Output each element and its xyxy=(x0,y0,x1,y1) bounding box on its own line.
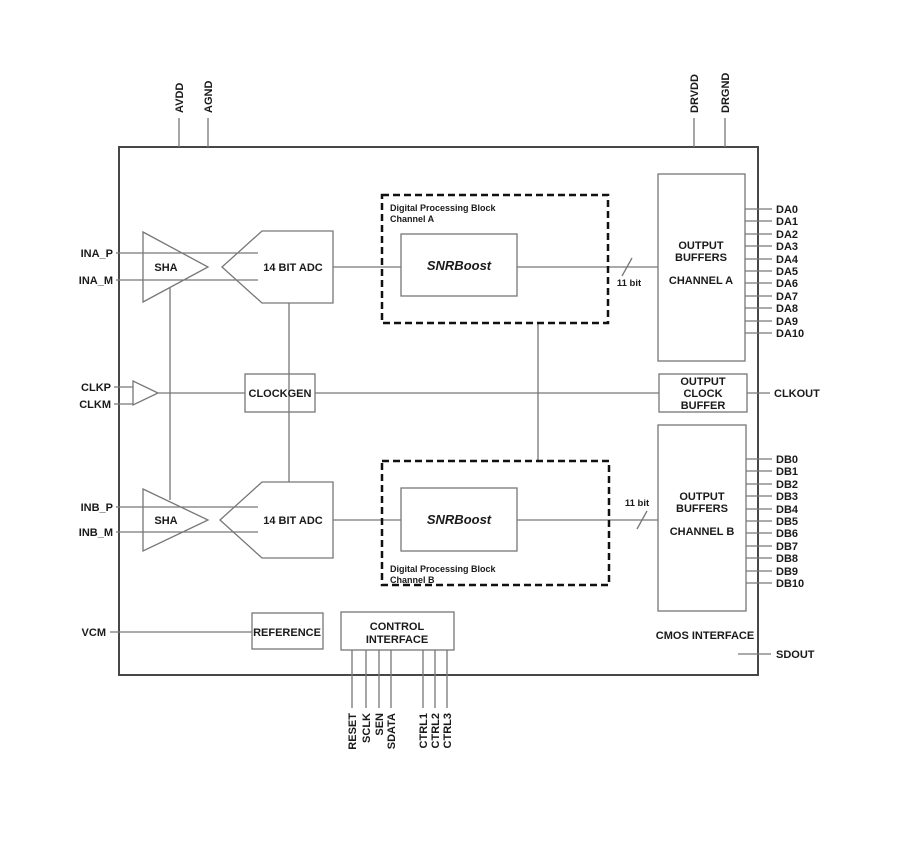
pin-label-da7: DA7 xyxy=(776,291,798,303)
sha-a-label: SHA xyxy=(154,262,177,274)
reference-block xyxy=(251,612,324,650)
dsp-a-dashed-box xyxy=(380,193,610,325)
snrboost-a-label: SNRBoost xyxy=(427,258,492,273)
pin-label-da0: DA0 xyxy=(776,204,798,216)
control-interface-label-line2: INTERFACE xyxy=(366,634,428,646)
pin-label-drvdd: DRVDD xyxy=(689,74,701,113)
pin-label-db3: DB3 xyxy=(776,491,798,503)
pin-label-da9: DA9 xyxy=(776,316,798,328)
pin-label-db5: DB5 xyxy=(776,516,798,528)
pin-label-inb-m: INB_M xyxy=(79,527,113,539)
output-buffers-b-label-line2: BUFFERS xyxy=(676,503,728,515)
snrboost-a-block xyxy=(400,233,518,297)
pin-label-da2: DA2 xyxy=(776,229,798,241)
pin-label-db7: DB7 xyxy=(776,541,798,553)
adc-b-label: 14 BIT ADC xyxy=(263,515,323,527)
pin-label-ctrl2: CTRL2 xyxy=(430,713,442,748)
pin-label-db10: DB10 xyxy=(776,578,804,590)
output-buffers-b-label-line1: OUTPUT xyxy=(679,491,725,503)
output-buffers-a-label-line2: BUFFERS xyxy=(675,252,727,264)
pin-label-reset: RESET xyxy=(347,713,359,750)
control-interface-block xyxy=(340,611,455,651)
pin-label-drgnd: DRGND xyxy=(720,73,732,113)
clock-buffer-triangle xyxy=(132,379,160,407)
pin-label-clkout: CLKOUT xyxy=(774,388,820,400)
pin-label-da6: DA6 xyxy=(776,278,798,290)
pin-label-sclk: SCLK xyxy=(361,713,373,743)
pin-label-db0: DB0 xyxy=(776,454,798,466)
bus-b-width-label: 11 bit xyxy=(625,498,650,509)
output-clock-buffer-label-line1: OUTPUT xyxy=(680,376,726,388)
output-buffers-b-label-line3: CHANNEL B xyxy=(670,526,735,538)
chip-boundary xyxy=(118,146,759,676)
adc-a-label: 14 BIT ADC xyxy=(263,262,323,274)
pin-label-da1: DA1 xyxy=(776,216,798,228)
output-buffers-a-label-line1: OUTPUT xyxy=(678,240,724,252)
dsp-b-title-line1: Digital Processing Block xyxy=(390,564,497,574)
pin-label-da5: DA5 xyxy=(776,266,798,278)
pin-label-db9: DB9 xyxy=(776,566,798,578)
sha-b-label: SHA xyxy=(154,515,177,527)
cmos-interface-label: CMOS INTERFACE xyxy=(656,630,754,642)
output-clock-buffer-label-line2: CLOCK xyxy=(683,388,722,400)
clockgen-label: CLOCKGEN xyxy=(249,388,312,400)
snrboost-b-block xyxy=(400,487,518,552)
dsp-a-title-line2: Channel A xyxy=(390,214,435,224)
output-buffers-b-block xyxy=(657,424,747,612)
output-buffers-a-label-line3: CHANNEL A xyxy=(669,275,733,287)
pin-label-sdata: SDATA xyxy=(386,713,398,749)
bus-b-slash xyxy=(636,510,648,530)
pin-label-sen: SEN xyxy=(374,713,386,736)
pin-label-da10: DA10 xyxy=(776,328,804,340)
sha-a-block xyxy=(142,230,210,304)
bus-a-slash xyxy=(621,257,633,277)
pin-label-agnd: AGND xyxy=(203,81,215,113)
pin-label-da4: DA4 xyxy=(776,254,799,266)
pin-label-da8: DA8 xyxy=(776,303,798,315)
pin-label-ctrl1: CTRL1 xyxy=(418,713,430,748)
dsp-b-title-line2: Channel B xyxy=(390,575,435,585)
sha-b-block xyxy=(142,487,210,553)
pin-label-ina-p: INA_P xyxy=(81,248,113,260)
dsp-a-title-line1: Digital Processing Block xyxy=(390,203,497,213)
pin-label-db1: DB1 xyxy=(776,466,798,478)
pin-label-db6: DB6 xyxy=(776,528,798,540)
reference-label: REFERENCE xyxy=(253,627,321,639)
pin-label-db8: DB8 xyxy=(776,553,798,565)
pin-label-db2: DB2 xyxy=(776,479,798,491)
pin-label-inb-p: INB_P xyxy=(81,502,113,514)
pin-label-clkm: CLKM xyxy=(79,399,111,411)
output-clock-buffer-label-line3: BUFFER xyxy=(681,400,726,412)
dsp-b-dashed-box xyxy=(380,459,611,587)
bus-a-width-label: 11 bit xyxy=(617,278,642,289)
pin-label-db4: DB4 xyxy=(776,504,799,516)
control-interface-label-line1: CONTROL xyxy=(370,621,425,633)
output-buffers-a-block xyxy=(657,173,746,362)
pin-label-clkp: CLKP xyxy=(81,382,111,394)
pin-label-vcm: VCM xyxy=(82,627,106,639)
pin-label-avdd: AVDD xyxy=(174,83,186,113)
snrboost-b-label: SNRBoost xyxy=(427,512,492,527)
pin-label-ina-m: INA_M xyxy=(79,275,113,287)
pin-label-da3: DA3 xyxy=(776,241,798,253)
pin-label-sdout: SDOUT xyxy=(776,649,815,661)
pin-label-ctrl3: CTRL3 xyxy=(442,713,454,748)
